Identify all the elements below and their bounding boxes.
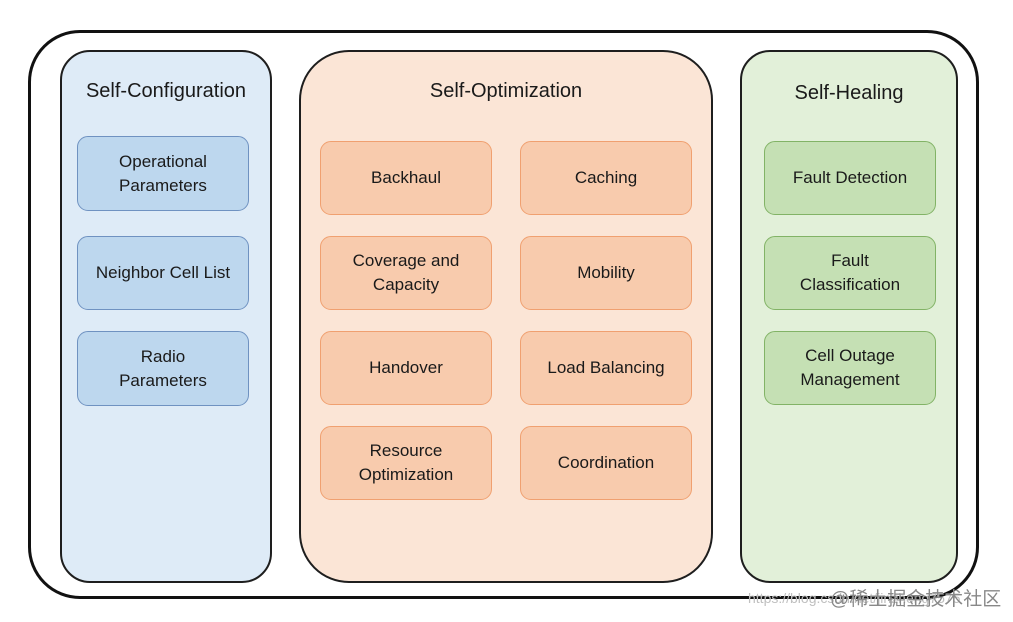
handover-box: Handover xyxy=(320,331,492,405)
self-optimization-title: Self-Optimization xyxy=(429,80,583,102)
self-configuration-title: Self-Configuration xyxy=(85,80,247,102)
neighbor-cell-list-box: Neighbor Cell List xyxy=(77,236,249,310)
self-optimization-panel: Self-Optimization xyxy=(299,50,713,583)
backhaul-box: Backhaul xyxy=(320,141,492,215)
caching-box: Caching xyxy=(520,141,692,215)
self-configuration-panel: Self-Configuration xyxy=(60,50,272,583)
coordination-box: Coordination xyxy=(520,426,692,500)
mobility-box: Mobility xyxy=(520,236,692,310)
fault-detection-box: Fault Detection xyxy=(764,141,936,215)
watermark-text: @稀土掘金技术社区 xyxy=(830,589,1002,610)
self-healing-panel: Self-Healing xyxy=(740,50,958,583)
resource-optimization-box: Resource Optimization xyxy=(320,426,492,500)
self-healing-title: Self-Healing xyxy=(794,82,904,104)
load-balancing-box: Load Balancing xyxy=(520,331,692,405)
coverage-and-capacity-box: Coverage and Capacity xyxy=(320,236,492,310)
watermark-url: https://blog.csdn.net/jinzheng7575 xyxy=(748,590,961,606)
cell-outage-management-box: Cell Outage Management xyxy=(764,331,936,405)
operational-parameters-box: Operational Parameters xyxy=(77,136,249,211)
radio-parameters-box: Radio Parameters xyxy=(77,331,249,406)
outer-frame xyxy=(28,30,979,599)
fault-classification-box: Fault Classification xyxy=(764,236,936,310)
